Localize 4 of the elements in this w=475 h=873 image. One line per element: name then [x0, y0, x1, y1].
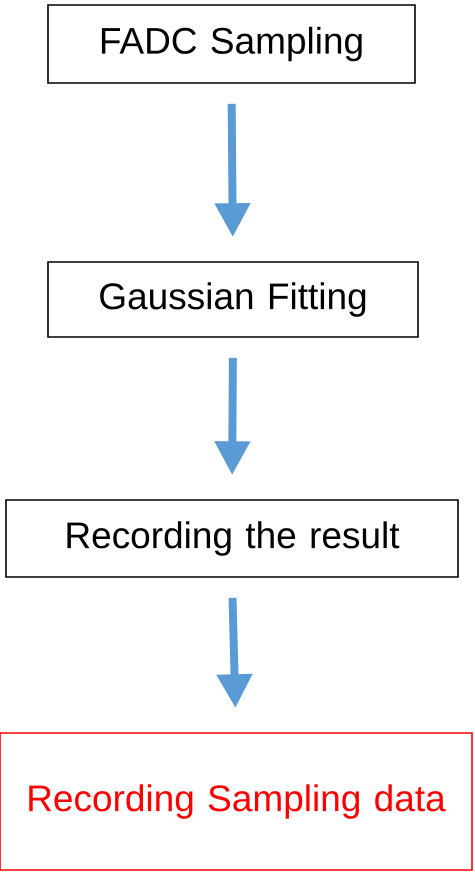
process-box: Recording Sampling data — [0, 732, 473, 871]
process-box: Recording the result — [5, 499, 459, 578]
process-box: FADC Sampling — [47, 4, 416, 84]
process-box: Gaussian Fitting — [47, 261, 419, 338]
